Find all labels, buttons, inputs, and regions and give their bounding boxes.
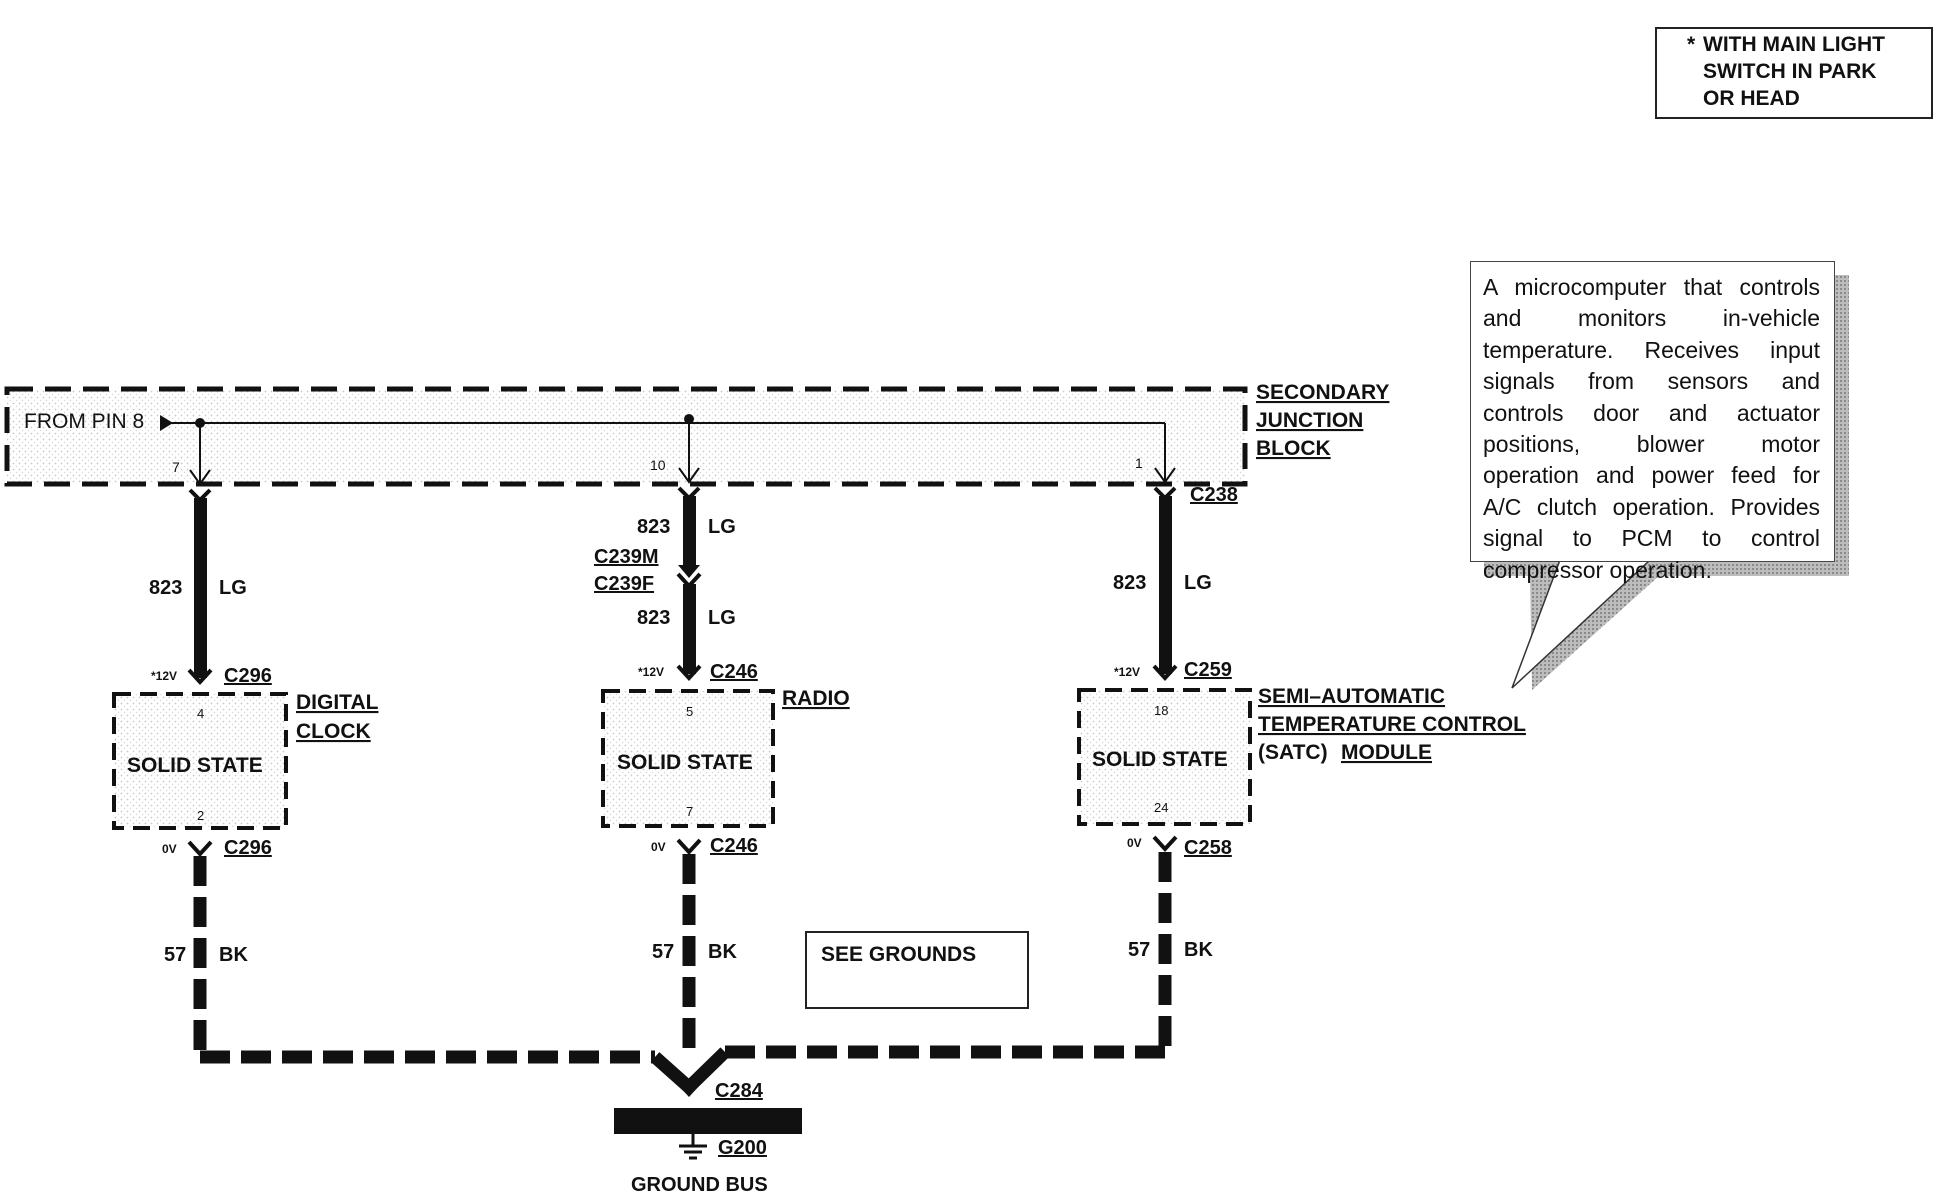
module-body: SOLID STATE bbox=[1092, 748, 1228, 771]
connector-c296-bottom: C296 bbox=[224, 837, 272, 859]
wire-823-lg bbox=[683, 584, 696, 674]
ground-wire-circuit: 57 bbox=[652, 941, 674, 963]
connector-c258: C258 bbox=[1184, 837, 1232, 859]
pin-arrow-middle bbox=[678, 467, 700, 484]
module-label-2: CLOCK bbox=[296, 720, 371, 743]
ground-wire-circuit: 57 bbox=[1128, 939, 1150, 961]
satc-description-callout: A microcomputer that controls and monito… bbox=[1470, 261, 1835, 583]
see-grounds-box[interactable]: SEE GROUNDS bbox=[805, 931, 1029, 1009]
inline-connector-symbol bbox=[678, 565, 700, 578]
ground-point-g200: G200 bbox=[718, 1137, 767, 1159]
junction-label-2: JUNCTION bbox=[1256, 409, 1363, 432]
pin-7: 7 bbox=[172, 459, 180, 475]
ground-wire-color: BK bbox=[1184, 939, 1213, 961]
voltage-top: *12V bbox=[638, 665, 664, 679]
junction-label-3: BLOCK bbox=[1256, 437, 1331, 460]
circuit-satc-module: C238 823 LG *12V C259 18 SOLID STATE 24 … bbox=[1077, 484, 1526, 1057]
ground-bus-label: GROUND BUS bbox=[631, 1174, 768, 1196]
junction-label-1: SECONDARY bbox=[1256, 381, 1389, 404]
wire-color: LG bbox=[219, 577, 247, 599]
module-pin-top: 5 bbox=[686, 704, 693, 719]
module-label-2: TEMPERATURE CONTROL bbox=[1258, 713, 1526, 736]
connector-c296-top: C296 bbox=[224, 665, 272, 687]
module-pin-bottom: 24 bbox=[1154, 800, 1168, 815]
callout-text: A microcomputer that controls and monito… bbox=[1483, 274, 1820, 583]
module-pin-top: 18 bbox=[1154, 703, 1168, 718]
connector-c238: C238 bbox=[1190, 484, 1238, 506]
ground-wire-diagonal-right bbox=[681, 1047, 730, 1095]
voltage-bottom: 0V bbox=[651, 840, 666, 854]
ground-wire-circuit: 57 bbox=[164, 944, 186, 966]
circuit-digital-clock: 823 LG *12V C296 4 SOLID STATE 2 DIGITAL… bbox=[112, 488, 379, 1057]
connector-c246-bottom: C246 bbox=[710, 835, 758, 857]
ground-bus-bar bbox=[614, 1108, 802, 1134]
connector-chevron bbox=[1152, 664, 1178, 681]
module-label-prefix: (SATC) bbox=[1258, 741, 1328, 764]
wire-color: LG bbox=[708, 516, 736, 538]
footnote-box: * WITH MAIN LIGHT SWITCH IN PARK OR HEAD bbox=[1655, 27, 1933, 119]
pin-arrow-left bbox=[189, 469, 211, 486]
module-pin-bottom: 2 bbox=[197, 808, 204, 823]
module-label-1: SEMI–AUTOMATIC bbox=[1258, 685, 1445, 708]
voltage-top: *12V bbox=[151, 669, 177, 683]
wire-color: LG bbox=[708, 607, 736, 629]
satc-module bbox=[1077, 688, 1252, 826]
wire-823-lg bbox=[1159, 496, 1172, 674]
from-pin-label: FROM PIN 8 bbox=[24, 410, 144, 433]
connector-c246-top: C246 bbox=[710, 661, 758, 683]
inline-connector-female: C239F bbox=[594, 573, 654, 595]
pin-1: 1 bbox=[1135, 455, 1143, 471]
wire-circuit: 823 bbox=[637, 516, 670, 538]
inline-connector-male: C239M bbox=[594, 546, 658, 568]
connector-chevron bbox=[187, 840, 213, 857]
ground-wire-color: BK bbox=[219, 944, 248, 966]
connector-chevron bbox=[187, 668, 213, 685]
wire-823-lg bbox=[194, 498, 207, 678]
pin-arrow-right bbox=[1154, 467, 1176, 484]
connector-chevron bbox=[1152, 835, 1178, 852]
module-body: SOLID STATE bbox=[127, 754, 263, 777]
footnote-star: * bbox=[1687, 33, 1696, 56]
module-label-3: MODULE bbox=[1341, 741, 1432, 764]
voltage-bottom: 0V bbox=[1127, 836, 1142, 850]
wire-color: LG bbox=[1184, 572, 1212, 594]
module-pin-top: 4 bbox=[197, 706, 204, 721]
module-pin-bottom: 7 bbox=[686, 804, 693, 819]
connector-chevron bbox=[676, 838, 702, 855]
pin-10: 10 bbox=[650, 457, 666, 473]
radio-module bbox=[601, 689, 775, 828]
module-label-1: RADIO bbox=[782, 687, 850, 710]
ground-harness: C284 G200 GROUND BUS bbox=[200, 1045, 1165, 1196]
wire-823-lg bbox=[683, 496, 696, 566]
connector-chevron bbox=[676, 664, 702, 681]
wire-circuit: 823 bbox=[149, 577, 182, 599]
secondary-junction-block: FROM PIN 8 7 10 1 SECONDARY JUNCTION BLO… bbox=[4, 381, 1389, 487]
see-grounds-label: SEE GROUNDS bbox=[821, 943, 977, 966]
splice-c284-symbol bbox=[676, 1080, 702, 1097]
module-label-1: DIGITAL bbox=[296, 691, 379, 714]
footnote-line-1: WITH MAIN LIGHT bbox=[1703, 33, 1885, 56]
wire-circuit: 823 bbox=[1113, 572, 1146, 594]
connector-c259: C259 bbox=[1184, 659, 1232, 681]
circuit-radio: 823 LG C239M C239F 823 LG *12V C246 5 SO… bbox=[594, 486, 850, 1057]
footnote-line-2: SWITCH IN PARK bbox=[1703, 60, 1877, 83]
wire-circuit: 823 bbox=[637, 607, 670, 629]
module-body: SOLID STATE bbox=[617, 751, 753, 774]
ground-wire-color: BK bbox=[708, 941, 737, 963]
footnote-line-3: OR HEAD bbox=[1703, 87, 1800, 110]
voltage-top: *12V bbox=[1114, 665, 1140, 679]
splice-c284: C284 bbox=[715, 1080, 764, 1102]
digital-clock-module bbox=[112, 692, 288, 830]
voltage-bottom: 0V bbox=[162, 842, 177, 856]
